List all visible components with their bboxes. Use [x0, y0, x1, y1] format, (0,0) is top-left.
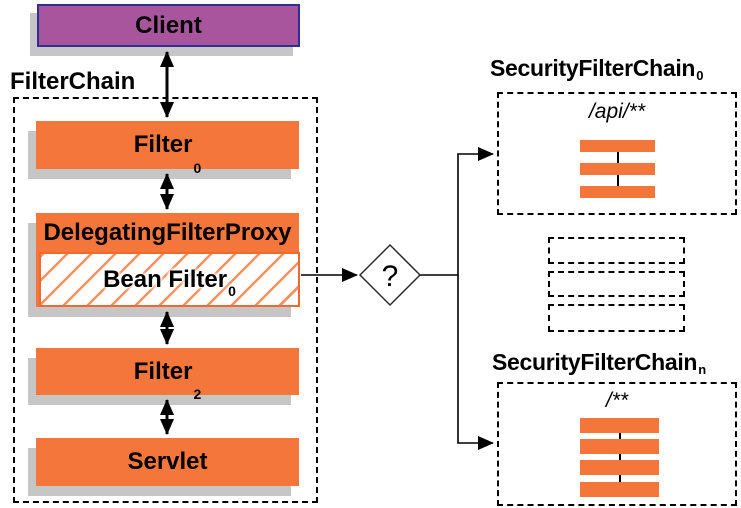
servlet-box: Servlet	[36, 438, 299, 486]
client-label: Client	[135, 11, 202, 39]
securityfilterchain-placeholder	[548, 237, 685, 264]
filter2-subscript: 2	[193, 386, 202, 402]
decision-diamond	[358, 243, 422, 307]
filterchain-label: FilterChain	[10, 68, 136, 95]
securityfilterchain-0-box: /api/**	[497, 92, 737, 215]
bar-connector-line	[618, 425, 621, 489]
servlet-label: Servlet	[127, 448, 208, 475]
client-box: Client	[37, 4, 300, 47]
arrow-decision-chain-n	[457, 275, 494, 450]
filter2-label: Filter	[133, 357, 193, 385]
filter0-label: Filter	[133, 131, 193, 158]
securityfilterchain-n-url-pattern: /**	[605, 389, 629, 412]
securityfilterchain-0-subscript: 0	[696, 68, 704, 83]
securityfilterchain-0-title-text: SecurityFilterChain	[490, 55, 696, 81]
filter-bar	[580, 482, 659, 497]
securityfilterchain-n-bar-stack	[580, 418, 659, 497]
securityfilterchain-n-subscript: n	[698, 362, 706, 377]
decision-label: ?	[382, 260, 399, 293]
bean-filter-label: Bean Filter	[103, 265, 228, 293]
bean-filter-subscript: 0	[228, 282, 236, 299]
filter-bar	[580, 163, 655, 175]
securityfilterchain-n-title-text: SecurityFilterChain	[492, 349, 698, 375]
filter-bar	[580, 439, 659, 454]
arrow-decision-chain0	[420, 147, 494, 276]
filter-bar	[580, 460, 659, 475]
securityfilterchain-placeholder	[548, 304, 685, 332]
filter-bar	[580, 140, 655, 152]
securityfilterchain-0-url-pattern: /api/**	[588, 100, 646, 123]
delegating-filter-proxy-label: DelegatingFilterProxy	[43, 218, 292, 246]
filter-bar	[580, 186, 655, 198]
securityfilterchain-0-bar-stack	[580, 140, 655, 198]
filter0-subscript: 0	[193, 160, 202, 176]
securityfilterchain-placeholder	[548, 271, 685, 297]
securityfilterchain-n-box: /**	[497, 382, 737, 506]
filter-bar	[580, 418, 659, 433]
